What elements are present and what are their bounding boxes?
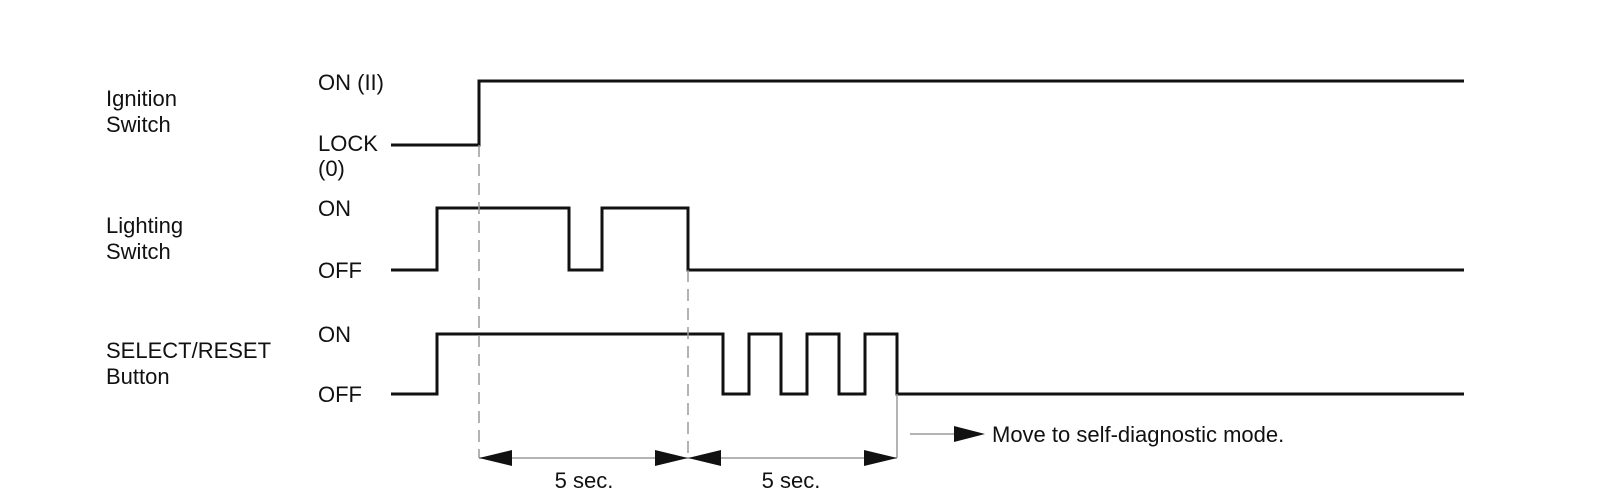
ignition-high-label: ON (II) [318,70,384,95]
ignition-low-label-line2: (0) [318,156,345,181]
select-reset-waveform [391,332,1464,396]
ignition-name-line2: Switch [106,112,171,137]
interval-1-start-arrow [479,450,512,466]
ignition-name-line1: Ignition [106,86,177,111]
lighting-name-line1: Lighting [106,213,183,238]
select-reset-name-line2: Button [106,364,170,389]
interval-dimensions: 5 sec. 5 sec. [479,450,897,493]
select-reset-name-line1: SELECT/RESET [106,338,271,363]
interval-1-label: 5 sec. [555,468,614,493]
interval-2-start-arrow [688,450,721,466]
lighting-high-label: ON [318,196,351,221]
lighting-switch-row: Lighting Switch ON OFF [106,196,1464,283]
select-reset-low-label: OFF [318,382,362,407]
ignition-switch-row: Ignition Switch ON (II) LOCK (0) [106,70,1464,181]
ignition-waveform [391,79,1464,147]
select-reset-row: SELECT/RESET Button ON OFF [106,322,1464,407]
result-note: Move to self-diagnostic mode. [910,422,1284,447]
interval-2-label: 5 sec. [762,468,821,493]
interval-2-end-arrow [864,450,897,466]
interval-1-end-arrow [655,450,688,466]
timing-guides [478,145,898,458]
result-arrow-head [954,426,985,442]
lighting-name-line2: Switch [106,239,171,264]
lighting-low-label: OFF [318,258,362,283]
ignition-low-label-line1: LOCK [318,131,378,156]
select-reset-high-label: ON [318,322,351,347]
lighting-waveform [391,206,1464,272]
result-note-text: Move to self-diagnostic mode. [992,422,1284,447]
